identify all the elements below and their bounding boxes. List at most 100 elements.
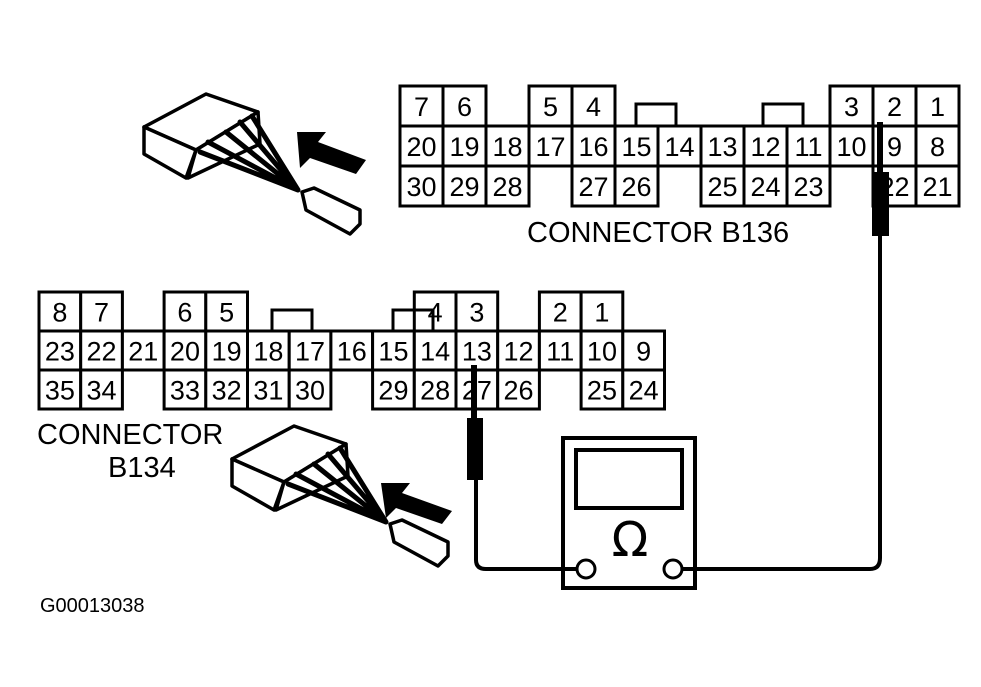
pin-number: 30 bbox=[295, 376, 325, 406]
pin-number: 12 bbox=[504, 337, 534, 367]
pin-number: 12 bbox=[750, 132, 780, 162]
pin-number: 2 bbox=[887, 92, 902, 122]
pin-number: 11 bbox=[546, 337, 574, 367]
pin-number: 19 bbox=[212, 337, 242, 367]
pin-number: 28 bbox=[492, 172, 522, 202]
pin-cell bbox=[570, 84, 617, 128]
pin-number: 25 bbox=[587, 376, 617, 406]
pin-number: 31 bbox=[253, 376, 283, 406]
lock-tab bbox=[270, 308, 314, 331]
harness-connector-icon-bottom bbox=[230, 424, 450, 568]
connector-b136-caption: CONNECTOR B136 bbox=[527, 217, 789, 249]
pin-cell bbox=[656, 124, 703, 168]
pin-number: 1 bbox=[594, 298, 609, 328]
lock-tab bbox=[391, 308, 435, 331]
pin-number: 3 bbox=[844, 92, 859, 122]
ohmmeter: Ω bbox=[561, 436, 697, 590]
pin-number: 27 bbox=[578, 172, 608, 202]
pin-number: 7 bbox=[94, 298, 109, 328]
connector-b134-caption-line1: CONNECTOR bbox=[37, 419, 223, 451]
ohm-symbol-icon: Ω bbox=[612, 512, 649, 568]
lock-tab bbox=[634, 102, 678, 126]
pin-cell bbox=[287, 368, 333, 411]
pin-cell bbox=[613, 164, 660, 208]
ohmmeter-terminal-right bbox=[662, 558, 684, 580]
pin-number: 20 bbox=[406, 132, 436, 162]
pin-cell bbox=[371, 368, 416, 411]
pin-cell bbox=[204, 329, 250, 372]
pin-number: 5 bbox=[219, 298, 234, 328]
pin-number: 23 bbox=[45, 337, 75, 367]
pin-number: 28 bbox=[420, 376, 450, 406]
pin-number: 17 bbox=[535, 132, 565, 162]
pin-cell bbox=[79, 368, 124, 411]
pin-cell bbox=[37, 329, 83, 372]
pin-cell bbox=[579, 368, 625, 411]
pin-number: 9 bbox=[636, 337, 651, 367]
pin-cell bbox=[398, 164, 445, 208]
pin-number: 26 bbox=[504, 376, 534, 406]
pin-number: 7 bbox=[414, 92, 429, 122]
pin-number: 22 bbox=[87, 337, 117, 367]
pin-cell bbox=[537, 329, 583, 372]
pin-cell bbox=[785, 164, 832, 208]
pin-number: 5 bbox=[543, 92, 558, 122]
pin-number: 15 bbox=[621, 132, 651, 162]
arrow-icon-top bbox=[297, 132, 366, 174]
pin-number: 16 bbox=[337, 337, 367, 367]
pin-number: 6 bbox=[457, 92, 472, 122]
pin-number: 18 bbox=[492, 132, 522, 162]
test-lead-right bbox=[682, 122, 889, 571]
pin-cell bbox=[527, 124, 574, 168]
pin-number: 9 bbox=[887, 132, 902, 162]
pin-number: 10 bbox=[836, 132, 866, 162]
pin-cell bbox=[914, 164, 961, 208]
pin-number: 32 bbox=[212, 376, 242, 406]
pin-number: 24 bbox=[750, 172, 780, 202]
pin-cell bbox=[398, 124, 445, 168]
connector-b134-caption-line2: B134 bbox=[108, 452, 176, 484]
pin-number: 14 bbox=[420, 337, 450, 367]
pin-number: 29 bbox=[378, 376, 408, 406]
pin-number: 16 bbox=[578, 132, 608, 162]
pin-cell bbox=[79, 290, 124, 333]
pin-number: 19 bbox=[449, 132, 479, 162]
pin-cell bbox=[204, 368, 250, 411]
pin-number: 13 bbox=[707, 132, 737, 162]
pin-number: 4 bbox=[428, 298, 443, 328]
pin-number: 33 bbox=[170, 376, 200, 406]
pin-number: 30 bbox=[406, 172, 436, 202]
pin-cell bbox=[120, 329, 166, 372]
test-lead-left bbox=[467, 365, 577, 571]
pin-number: 21 bbox=[922, 172, 952, 202]
pin-number: 26 bbox=[621, 172, 651, 202]
pin-number: 3 bbox=[469, 298, 484, 328]
pin-cell bbox=[699, 164, 746, 208]
pin-cell bbox=[828, 84, 875, 128]
pin-number: 10 bbox=[587, 337, 617, 367]
pin-number: 4 bbox=[586, 92, 601, 122]
pin-number: 29 bbox=[449, 172, 479, 202]
pin-number: 20 bbox=[170, 337, 200, 367]
pin-cell bbox=[484, 164, 531, 208]
pin-cell bbox=[537, 290, 583, 333]
pin-number: 15 bbox=[378, 337, 408, 367]
figure-id: G00013038 bbox=[40, 595, 145, 617]
pin-number: 14 bbox=[664, 132, 694, 162]
lock-tab bbox=[761, 102, 805, 126]
pin-number: 6 bbox=[177, 298, 192, 328]
ohmmeter-display bbox=[574, 448, 684, 510]
pin-cell bbox=[496, 329, 541, 372]
pin-cell bbox=[570, 124, 617, 168]
pin-number: 1 bbox=[930, 92, 945, 122]
pin-number: 21 bbox=[128, 337, 158, 367]
pin-number: 8 bbox=[52, 298, 67, 328]
pin-number: 13 bbox=[462, 337, 492, 367]
pin-cell bbox=[621, 368, 666, 411]
pin-number: 17 bbox=[295, 337, 325, 367]
pin-number: 25 bbox=[707, 172, 737, 202]
pin-number: 24 bbox=[629, 376, 659, 406]
pin-cell bbox=[914, 84, 961, 128]
pin-cell bbox=[570, 164, 617, 208]
arrow-icon-bottom bbox=[381, 483, 452, 524]
